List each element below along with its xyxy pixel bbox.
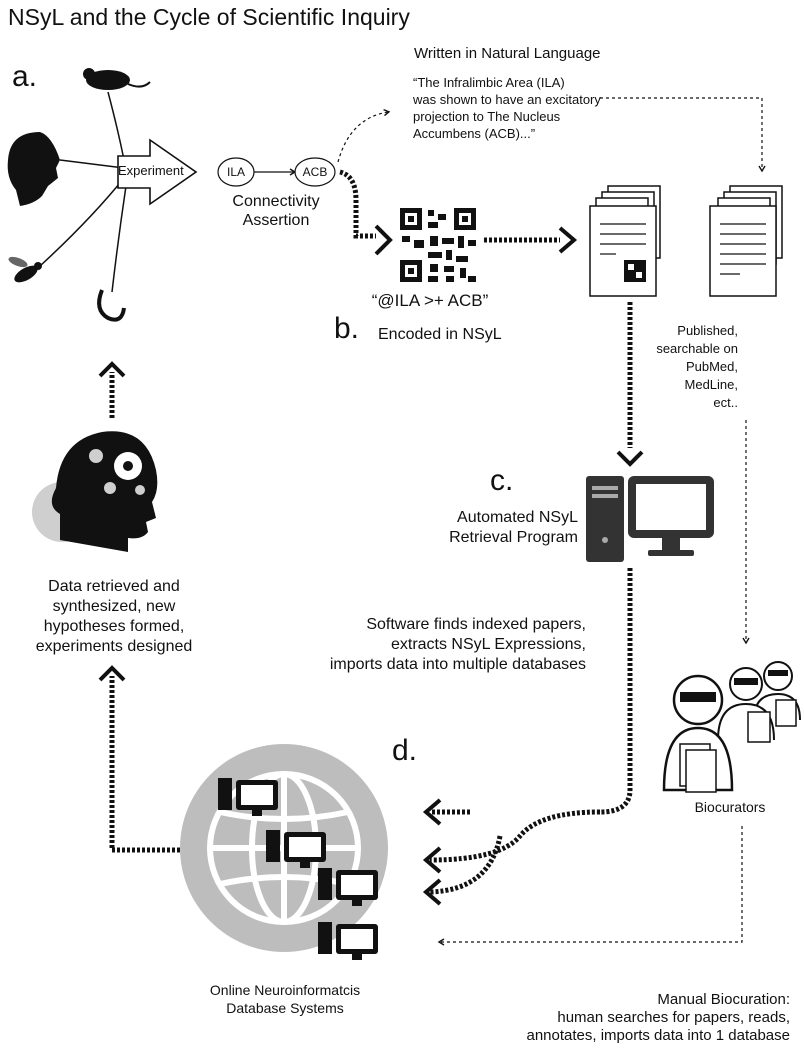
qr-code-icon [398,206,478,284]
biocurator-icon [662,674,734,793]
fly-icon [8,256,42,283]
software-description: Software finds indexed papers,extracts N… [329,616,586,673]
manual-biocuration-text: Manual Biocuration:human searches for pa… [526,991,790,1044]
rat-icon [83,68,151,90]
diagram-title: NSyL and the Cycle of Scientific Inquiry [8,4,410,30]
to-natural-language-arrow [337,109,391,163]
natural-language-to-papers-arrow [600,97,766,173]
experiment-lines [39,91,127,293]
label-c: c. [490,464,514,497]
label-b: b. [334,312,360,345]
acb-label: ACB [302,165,328,179]
nsyl-expression: “@ILA >+ ACB” [371,291,489,310]
human-head-icon [7,132,60,206]
database-computer-icon [218,778,278,816]
biocurator-icon [753,661,801,727]
ila-label: ILA [226,165,245,179]
database-computer-icon [318,922,378,960]
biocurator-icon [717,667,775,743]
thick-flow-arrows [98,169,644,906]
database-computer-icon [318,868,378,906]
worm-icon [97,289,126,322]
label-a: a. [12,60,38,93]
experiment-arrow [117,138,198,206]
natural-language-heading: Written in Natural Language [414,45,601,62]
computer-icon [586,476,714,562]
label-d: d. [392,734,418,767]
encoded-label: Encoded in NSyL [378,326,502,343]
biocurators-label: Biocurators [694,799,766,815]
acb-node [294,157,336,187]
brain-gears-icon [32,431,158,552]
document-stack-icon [709,185,783,297]
manual-biocuration-arrow [437,826,743,946]
document-stack-icon [589,185,661,297]
experiment-label: Experiment [118,163,184,178]
database-computer-icon [266,830,326,868]
natural-language-quote: “The Infralimbic Area (ILA)was shown to … [413,75,601,141]
